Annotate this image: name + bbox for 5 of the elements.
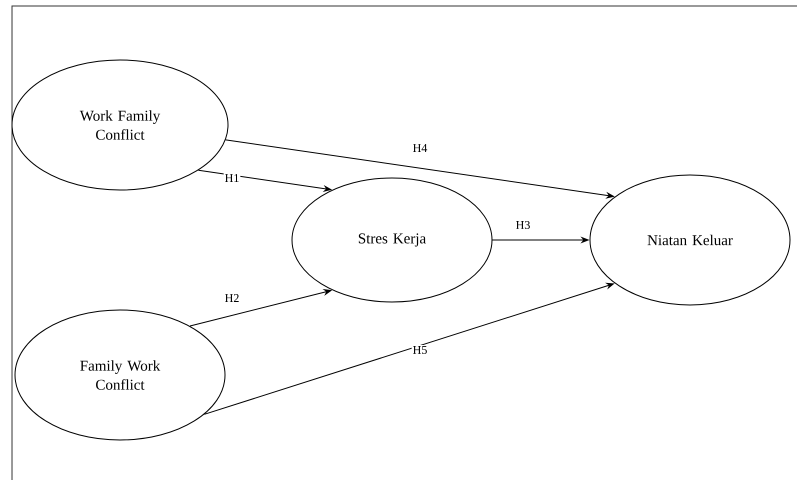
edge-label: H5: [412, 345, 428, 355]
edge-label: H4: [412, 143, 428, 153]
edge-label: H3: [514, 220, 532, 230]
edge-label: H2: [224, 293, 240, 303]
edge-label: H1: [224, 173, 240, 183]
